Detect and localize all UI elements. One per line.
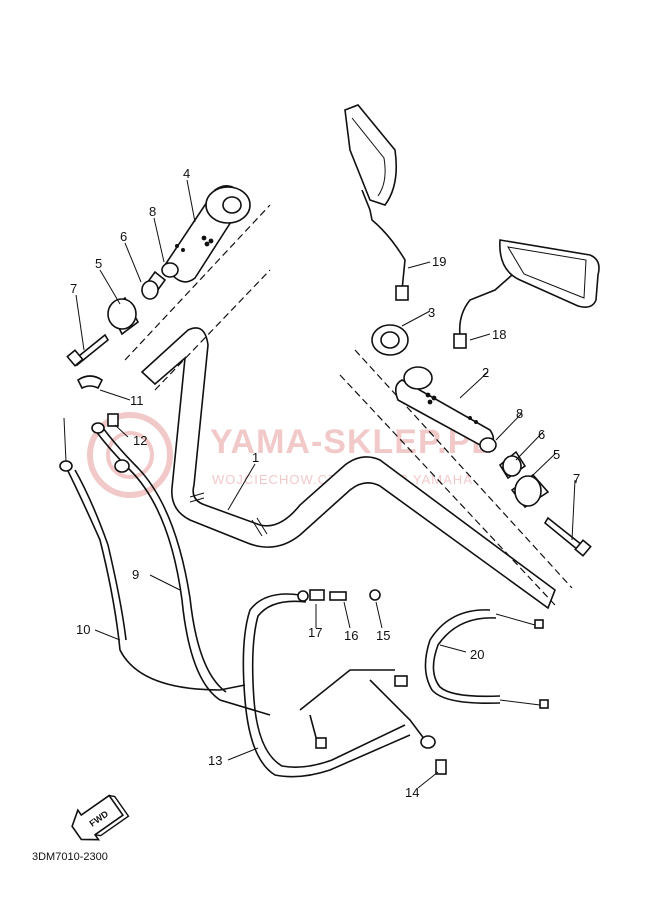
left-end-parts	[66, 262, 179, 367]
cables-center	[242, 589, 447, 778]
label-part-7b: 7	[573, 471, 580, 486]
label-part-7a: 7	[70, 281, 77, 296]
clutch-cable	[424, 609, 549, 709]
handlebar	[124, 204, 573, 610]
leader-lines	[75, 179, 576, 789]
right-grip	[371, 324, 495, 446]
label-part-16: 16	[344, 628, 358, 643]
label-part-8b: 8	[516, 406, 523, 421]
label-part-8a: 8	[149, 204, 156, 219]
label-part-14: 14	[405, 785, 419, 800]
label-part-15: 15	[376, 628, 390, 643]
label-part-2: 2	[482, 365, 489, 380]
watermark: YAMA-SKLEP.PL WOJCIECHOW.CZ | DEALER YAM…	[87, 412, 493, 498]
label-part-12: 12	[133, 433, 147, 448]
watermark-title: YAMA-SKLEP.PL	[210, 423, 493, 461]
label-part-3: 3	[428, 305, 435, 320]
label-part-13: 13	[208, 753, 222, 768]
mirror-right	[453, 239, 600, 349]
label-part-18: 18	[492, 327, 506, 342]
label-part-5b: 5	[553, 447, 560, 462]
label-part-1: 1	[252, 450, 259, 465]
left-grip	[164, 184, 251, 283]
label-part-4: 4	[183, 166, 190, 181]
label-part-6a: 6	[120, 229, 127, 244]
label-part-11: 11	[130, 393, 144, 408]
diagram-code: 3DM7010-2300	[32, 851, 108, 863]
fwd-arrow-icon: FWD	[71, 794, 130, 841]
label-part-9: 9	[132, 567, 139, 582]
cables-left	[59, 375, 271, 716]
right-end-parts	[479, 437, 592, 557]
label-part-20: 20	[470, 647, 484, 662]
label-part-10: 10	[76, 622, 90, 637]
label-part-17: 17	[308, 625, 322, 640]
label-part-19: 19	[432, 254, 446, 269]
part-labels: 4 8 6 5 7 11 12 1 3 2 8 6 5 7 19 18 9 10…	[70, 166, 580, 800]
mirror-left	[344, 104, 409, 301]
label-part-5a: 5	[95, 256, 102, 271]
label-part-6b: 6	[538, 427, 545, 442]
